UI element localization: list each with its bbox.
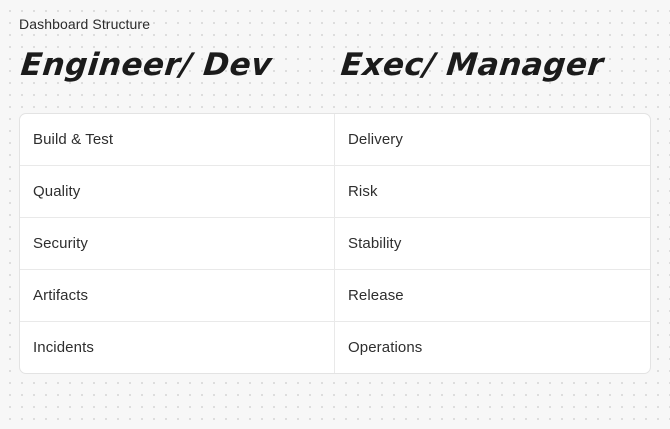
table-row: Quality Risk: [20, 166, 650, 218]
table-row: Artifacts Release: [20, 270, 650, 322]
table-cell-exec-manager: Stability: [348, 235, 402, 252]
column-heading-engineer-dev: Engineer/ Dev: [19, 47, 274, 83]
table-row: Incidents Operations: [20, 322, 650, 373]
table-row: Build & Test Delivery: [20, 114, 650, 166]
page-title: Dashboard Structure: [19, 16, 151, 32]
table-cell-engineer-dev: Build & Test: [20, 114, 335, 165]
table-cell-engineer-dev: Quality: [20, 166, 335, 217]
column-headings: Engineer/ Dev Exec/ Manager: [0, 43, 670, 87]
table-cell-engineer-dev: Security: [20, 218, 335, 269]
table-cell-exec-manager: Delivery: [348, 131, 403, 148]
table-cell-exec-manager: Risk: [348, 183, 378, 200]
table-cell-exec-manager: Operations: [348, 339, 423, 356]
column-heading-exec-manager: Exec/ Manager: [339, 47, 606, 83]
table-cell-engineer-dev: Incidents: [20, 322, 335, 373]
table-cell-exec-manager: Release: [348, 287, 404, 304]
dashboard-structure-table: Build & Test Delivery Quality Risk Secur…: [19, 113, 651, 374]
table-cell-engineer-dev: Artifacts: [20, 270, 335, 321]
table-row: Security Stability: [20, 218, 650, 270]
